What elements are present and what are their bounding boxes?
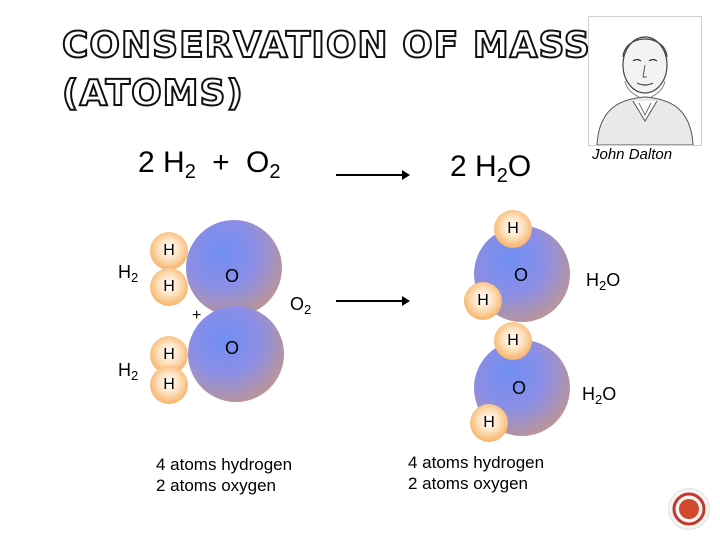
reactant-oxygen-count: 2 atoms oxygen — [156, 476, 277, 495]
slide-title: CONSERVATION OF MASS (ATOMS) — [61, 22, 591, 118]
john-dalton-portrait — [588, 16, 702, 146]
oxygen-atom — [188, 306, 284, 402]
atom-label: H — [163, 242, 175, 259]
atom-label: H — [163, 278, 175, 295]
product-oxygen-count: 2 atoms oxygen — [408, 474, 529, 493]
eq-plus: + — [212, 146, 230, 179]
hydrogen-atom: H — [150, 268, 188, 306]
atom-label: H — [163, 346, 175, 363]
eq-product-sub: 2 — [496, 165, 508, 187]
eq-product-o: O — [507, 150, 532, 183]
h2-label-top-sub: 2 — [131, 270, 139, 285]
hydrogen-atom: H — [470, 404, 508, 442]
hydrogen-atom: H — [150, 232, 188, 270]
eq-sub-h: 2 — [184, 161, 196, 183]
atom-label: H — [483, 414, 495, 431]
hydrogen-atom: H — [150, 366, 188, 404]
next-slide-button[interactable] — [668, 488, 710, 530]
atom-label: H — [477, 292, 489, 309]
eq-product-h: 2 H — [450, 150, 497, 183]
oxygen-atom — [186, 220, 282, 316]
h2o-label-top: H2O — [586, 270, 620, 293]
oxygen-atom-label: O — [512, 378, 527, 398]
reactant-hydrogen-count: 4 atoms hydrogen — [156, 455, 293, 474]
hydrogen-atom: H — [494, 322, 532, 360]
reactant-atom-count: 4 atoms hydrogen 2 atoms oxygen — [156, 454, 292, 496]
atom-label: H — [163, 376, 175, 393]
oxygen-atom-label: O — [514, 265, 529, 285]
product-hydrogen-count: 4 atoms hydrogen — [408, 453, 545, 472]
o2-label: O2 — [290, 294, 311, 317]
reaction-arrow-top — [336, 170, 410, 180]
portrait-caption: John Dalton — [592, 146, 673, 163]
h2-label-bottom-main: H — [118, 360, 131, 380]
h2-label-top: H2 — [118, 262, 138, 285]
equation-product: 2 H2O — [450, 150, 531, 188]
h2o-top-sub: 2 — [599, 278, 607, 293]
portrait-sketch — [596, 36, 694, 146]
title-line-2: (ATOMS) — [61, 72, 244, 115]
oxygen-atom-label: O — [225, 338, 240, 358]
hydrogen-atom: H — [494, 210, 532, 248]
o2-label-main: O — [290, 294, 305, 314]
h2-label-bottom: H2 — [118, 360, 138, 383]
h2-label-bottom-sub: 2 — [131, 368, 139, 383]
atom-label: H — [507, 220, 519, 237]
reaction-arrow-middle — [336, 296, 410, 306]
o2-label-sub: 2 — [304, 302, 312, 317]
h2o-label-bottom: H2O — [582, 384, 616, 407]
eq-o: O — [246, 146, 270, 179]
h2o-top-main: H — [586, 270, 599, 290]
eq-sub-o: 2 — [269, 161, 281, 183]
h2o-bottom-tail: O — [602, 384, 617, 404]
next-slide-icon — [672, 492, 706, 526]
oxygen-atom-label: O — [225, 266, 240, 286]
title-line-1: CONSERVATION OF MASS — [61, 24, 591, 67]
h2o-bottom-sub: 2 — [595, 392, 603, 407]
h2o-bottom-main: H — [582, 384, 595, 404]
eq-coef-h: 2 H — [138, 146, 185, 179]
h2o-top-tail: O — [606, 270, 621, 290]
hydrogen-atom: H — [464, 282, 502, 320]
reactant-plus: + — [192, 307, 202, 324]
product-atom-count: 4 atoms hydrogen 2 atoms oxygen — [408, 452, 544, 494]
equation-reactants: 2 H2 + O2 — [138, 146, 281, 184]
atom-label: H — [507, 332, 519, 349]
h2-label-top-main: H — [118, 262, 131, 282]
